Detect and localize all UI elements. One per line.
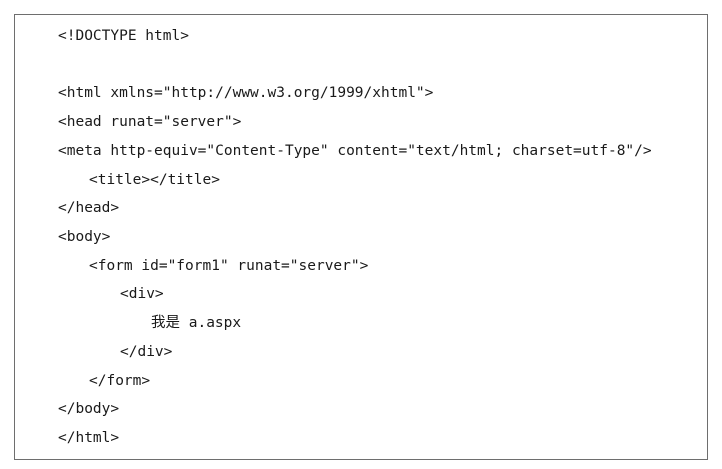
code-line-body-close: </body> [58,401,120,418]
code-line-body-open: <body> [58,229,111,245]
code-line-div-close: </div> [120,343,173,360]
code-line-div-open: <div> [120,286,164,303]
code-block: <!DOCTYPE html> <html xmlns="http://www.… [14,14,708,460]
code-line-doctype: <!DOCTYPE html> [58,28,189,44]
code-line-meta: <meta http-equiv="Content-Type" content=… [58,142,652,159]
code-line-html-close: </html> [58,430,120,446]
code-line-content: 我是 a.aspx [151,315,242,332]
code-line-head-close: </head> [58,200,120,217]
code-line-html-open: <html xmlns="http://www.w3.org/1999/xhtm… [58,85,434,102]
code-line-form-open: <form id="form1" runat="server"> [89,257,369,274]
code-line-title: <title></title> [89,171,220,188]
code-line-head-open: <head runat="server"> [58,114,242,131]
code-line-form-close: </form> [89,372,151,389]
